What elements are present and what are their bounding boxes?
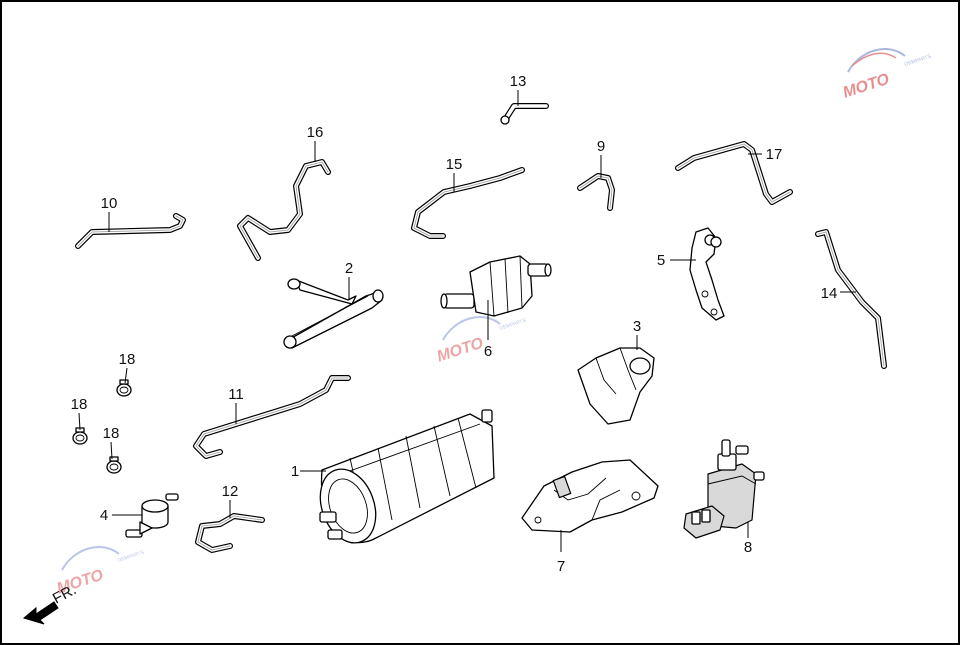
callout-14: 14 <box>821 285 838 302</box>
part-17-hose <box>675 141 793 205</box>
part-3-cover <box>577 347 655 425</box>
callout-9: 9 <box>597 138 605 155</box>
callout-1: 1 <box>291 463 299 480</box>
callout-18a: 18 <box>119 351 136 368</box>
part-5-bracket <box>689 227 725 321</box>
part-6-fuel-filter <box>440 255 552 317</box>
part-2-t-joint <box>283 278 384 349</box>
part-4-valve <box>125 493 179 538</box>
part-12-hose <box>195 513 265 553</box>
callout-17: 17 <box>766 146 783 163</box>
part-16-hose <box>237 159 331 261</box>
part-13-elbow <box>500 103 549 125</box>
callout-13: 13 <box>510 73 527 90</box>
callout-4: 4 <box>100 507 108 524</box>
part-8-solenoid-valve <box>683 439 765 539</box>
callout-8: 8 <box>744 539 752 556</box>
callout-2: 2 <box>345 260 353 277</box>
callout-12: 12 <box>222 483 239 500</box>
callout-11: 11 <box>228 386 244 403</box>
part-9-hose <box>577 173 615 211</box>
part-15-hose <box>411 167 525 239</box>
part-1-canister <box>319 409 495 544</box>
callout-18c: 18 <box>103 425 120 442</box>
callout-5: 5 <box>657 252 665 269</box>
callout-10: 10 <box>101 195 118 212</box>
part-18-clamp-c <box>106 456 122 474</box>
part-14-hose <box>815 229 887 369</box>
part-7-mounting-bracket <box>521 459 659 533</box>
callout-18b: 18 <box>71 396 88 413</box>
callout-6: 6 <box>484 343 492 360</box>
callout-3: 3 <box>633 318 641 335</box>
part-18-clamp-a <box>116 379 132 397</box>
callout-16: 16 <box>307 124 324 141</box>
callout-7: 7 <box>557 558 565 575</box>
part-10-hose <box>75 213 186 249</box>
callout-15: 15 <box>446 156 463 173</box>
